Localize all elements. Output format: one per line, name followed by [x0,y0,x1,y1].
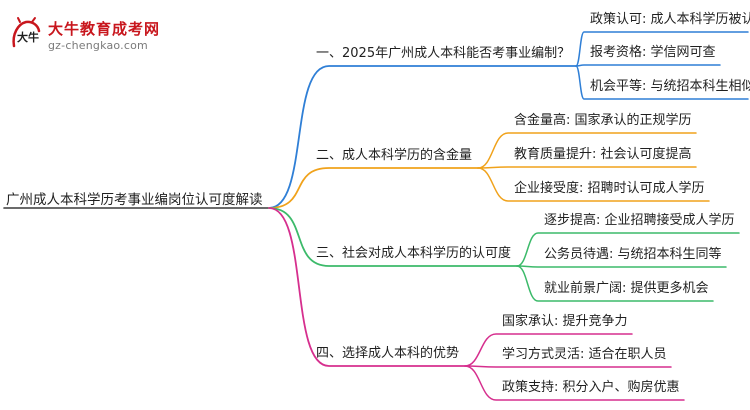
logo-mark-text: 大牛 [17,30,39,44]
branch-4-connector [268,207,466,367]
leaf-4-2-connector [464,365,672,368]
leaf-2-1: 含金量高: 国家承认的正规学历 [514,113,692,128]
leaf-1-2-connector [575,64,721,67]
leaf-3-1: 逐步提高: 企业招聘接受成人学历 [544,213,735,228]
logo-mark-icon: 大牛 [12,17,41,48]
logo-site-url: gz-chengkao.com [48,39,148,52]
leaf-3-3: 就业前景广阔: 提供更多机会 [544,281,709,296]
branch-3-connector [268,207,518,267]
leaf-2-2: 教育质量提升: 社会认可度提高 [514,147,692,162]
leaf-3-2: 公务员待遇: 与统招本科生同等 [544,247,722,262]
leaf-4-2: 学习方式灵活: 适合在职人员 [502,347,667,362]
leaf-2-3-connector [477,167,710,202]
leaf-2-1-connector [477,132,697,169]
branch-2-connector [268,167,479,209]
logo-brand-name: 大牛教育成考网 [48,20,161,38]
leaf-3-3-connector [516,265,714,302]
leaf-1-3-connector [575,65,749,100]
branch-1-label: 一、2025年广州成人本科能否考事业编制？ [316,46,571,61]
leaf-1-2: 报考资格: 学信网可查 [590,45,716,60]
leaf-1-3: 机会平等: 与统招本科生相似 [590,79,750,94]
branch-2-label: 二、成人本科学历的含金量 [316,148,473,163]
leaf-4-3: 政策支持: 积分入户、购房优惠 [502,380,680,395]
branch-1-connector [268,65,577,209]
leaf-1-1-connector [575,31,749,67]
branch-4-label: 四、选择成人本科的优势 [316,346,460,361]
leaf-4-1-connector [464,333,633,367]
leaf-4-3-connector [464,365,685,401]
leaf-3-2-connector [516,265,727,268]
leaf-3-1-connector [516,232,740,267]
leaf-2-3: 企业接受度: 招聘时认可成人学历 [514,181,705,196]
leaf-4-1: 国家承认: 提升竞争力 [502,314,628,329]
mindmap-root: 广州成人本科学历考事业编岗位认可度解读 [6,192,263,208]
leaf-1-1: 政策认可: 成人本科学历被认可 [590,12,750,27]
leaf-2-2-connector [477,166,697,169]
branch-3-label: 三、社会对成人本科学历的认可度 [316,246,512,261]
site-logo[interactable]: 大牛 大牛教育成考网 gz-chengkao.com [8,14,161,54]
